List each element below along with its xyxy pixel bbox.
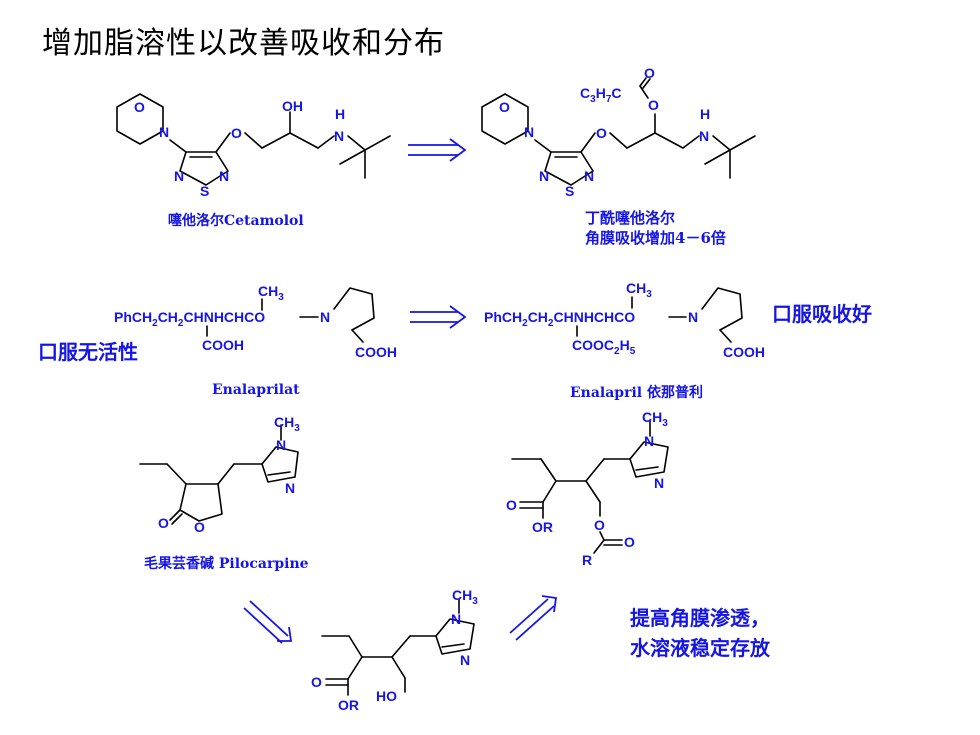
- pilocarpine-name: 毛果芸香碱 Pilocarpine: [144, 556, 309, 572]
- butyryl-ether-o-label: O: [596, 125, 607, 141]
- butyryl-ester-o-label: O: [648, 97, 659, 113]
- pilocarpine-n1-label: N: [276, 437, 286, 453]
- page-title: 增加脂溶性以改善吸收和分布: [42, 26, 445, 61]
- diester-prodrug-structure: CH3​ N N O OR O O R: [506, 409, 669, 568]
- pilocarpine-note-line1: 提高角膜渗透，: [630, 606, 770, 630]
- pilocarpine-structure: CH3​ N N O O: [139, 414, 300, 535]
- hydroxy-n3-label: N: [460, 652, 470, 668]
- hydroxy-or-label: OR: [338, 697, 359, 713]
- cetamolol-thiadiazole-s-label: S: [200, 183, 209, 199]
- arrow-up-right: [509, 595, 558, 641]
- cetamolol-morpholine-n-label: N: [159, 124, 169, 140]
- cetamolol-thiadiazole-n-left-label: N: [174, 168, 184, 184]
- enalapril-cooet-label: COOC2​H5​: [572, 337, 636, 357]
- butyryl-thiadiazole-s-label: S: [565, 183, 574, 199]
- butyryl-amine-n-label: N: [699, 128, 709, 144]
- butyryl-carbonyl-o-label: O: [644, 65, 655, 81]
- butyryl-name-line2: 角膜吸收增加4－6倍: [585, 229, 726, 247]
- diester-link-o-label: O: [594, 517, 605, 533]
- butyryl-h-label: H: [700, 106, 710, 122]
- enalapril-ch3-label: CH3​: [626, 280, 652, 300]
- diester-n1-label: N: [644, 433, 654, 449]
- hydroxy-n1-label: N: [451, 611, 461, 627]
- enalapril-proline-cooh-label: COOH: [723, 344, 765, 360]
- enalapril-note: 口服吸收好: [772, 302, 872, 326]
- diester-ch3-label: CH3​: [642, 409, 668, 429]
- enalaprilat-note: 口服无活性: [38, 340, 138, 364]
- pilocarpine-carbonyl-o-label: O: [158, 515, 169, 531]
- diester-n3-label: N: [654, 475, 664, 491]
- cetamolol-structure: O N O OH H N N N S: [116, 93, 391, 199]
- cetamolol-morpholine-o-label: O: [134, 99, 145, 115]
- cetamolol-amine-n-label: N: [334, 128, 344, 144]
- enalaprilat-cooh-label: COOH: [202, 337, 244, 353]
- butyryl-name-line1: 丁酰噻他洛尔: [585, 209, 676, 227]
- diester-or-label: OR: [532, 519, 553, 535]
- butyryl-thiadiazole-n-left-label: N: [539, 168, 549, 184]
- hydroxy-ho-label: HO: [376, 688, 397, 704]
- cetamolol-oh-label: OH: [282, 98, 303, 114]
- enalaprilat-proline-cooh-label: COOH: [355, 344, 397, 360]
- hydroxy-carbonyl-o-label: O: [311, 674, 322, 690]
- enalapril-structure: PhCH2​CH2​CHNHCHCO CH3​ COOC2​H5​ N COOH: [484, 280, 765, 360]
- pilocarpine-ch3-label: CH3​: [274, 414, 300, 434]
- hydroxy-ch3-label: CH3​: [452, 587, 478, 607]
- diester-r-label: R: [582, 552, 592, 568]
- cetamolol-name: 噻他洛尔Cetamolol: [168, 213, 304, 229]
- arrow-down-right: [243, 600, 293, 644]
- enalaprilat-ch3-label: CH3​: [258, 283, 284, 303]
- butyryl-ester-group-label: C3​H7​C: [580, 85, 622, 105]
- arrow-cetamolol: [408, 138, 467, 162]
- enalaprilat-structure: PhCH2​CH2​CHNHCHCO CH3​ COOH N COOH: [114, 283, 397, 360]
- enalaprilat-name: Enalaprilat: [212, 382, 300, 398]
- hydroxy-acid-structure: CH3​ N N O OR HO: [311, 587, 478, 713]
- enalapril-formula: PhCH2​CH2​CHNHCHCO: [484, 309, 635, 329]
- pilocarpine-n3-label: N: [285, 480, 295, 496]
- arrow-enalaprilat: [410, 305, 467, 329]
- butyryl-morpholine-o-label: O: [499, 99, 510, 115]
- butyryl-thiadiazole-n-right-label: N: [584, 168, 594, 184]
- cetamolol-ether-o-label: O: [231, 125, 242, 141]
- diester-carbonyl2-o-label: O: [624, 534, 635, 550]
- cetamolol-h-label: H: [335, 106, 345, 122]
- enalapril-name: Enalapril 依那普利: [570, 385, 703, 401]
- pilocarpine-ring-o-label: O: [194, 519, 205, 535]
- pilocarpine-note-line2: 水溶液稳定存放: [630, 636, 770, 660]
- enalaprilat-formula: PhCH2​CH2​CHNHCHCO: [114, 309, 265, 329]
- enalapril-n-label: N: [688, 309, 698, 325]
- enalaprilat-n-label: N: [320, 309, 330, 325]
- cetamolol-thiadiazole-n-right-label: N: [219, 168, 229, 184]
- diester-carbonyl-o-label: O: [506, 497, 517, 513]
- butyryl-morpholine-n-label: N: [524, 124, 534, 140]
- butyryl-cetamolol-structure: O N O C3​H7​C O O H N N N S: [481, 65, 756, 199]
